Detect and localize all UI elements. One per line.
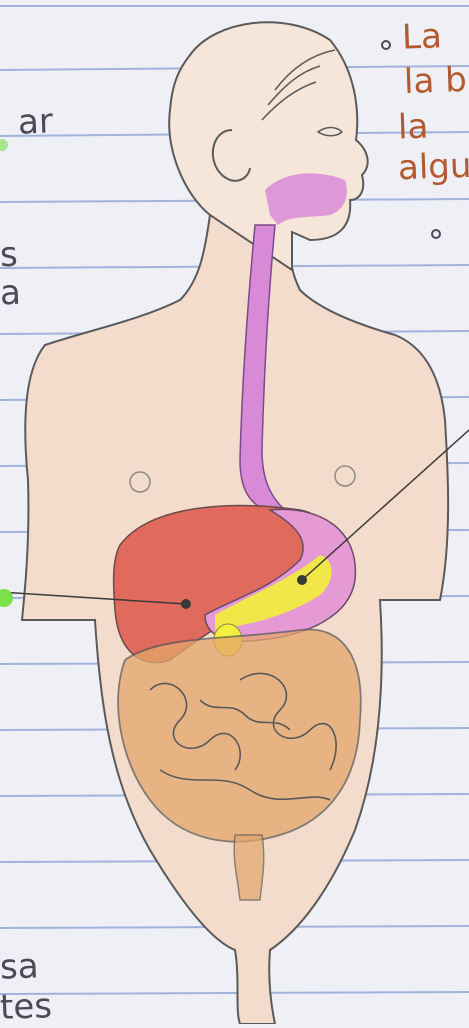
rectum — [234, 835, 264, 900]
green-marker-dot — [0, 589, 13, 607]
circle-bullet-icon — [382, 41, 390, 49]
note-right-line-3: la — [397, 109, 428, 144]
green-marker-dot — [0, 139, 8, 151]
circle-bullet-icon — [432, 230, 440, 238]
note-right-line-2: la b — [403, 63, 467, 99]
pin-dot-icon — [181, 599, 191, 609]
note-left-bottom-2: tes — [0, 989, 53, 1025]
note-left-bottom-1: sa — [0, 949, 39, 984]
note-left-line-3: a — [0, 276, 21, 311]
pin-dot-icon — [297, 575, 307, 585]
note-left-line-1: ar — [17, 104, 53, 139]
note-left-line-2: s — [0, 238, 18, 273]
note-right-line-4: algu — [397, 149, 469, 186]
note-right-line-1: La — [401, 19, 442, 54]
